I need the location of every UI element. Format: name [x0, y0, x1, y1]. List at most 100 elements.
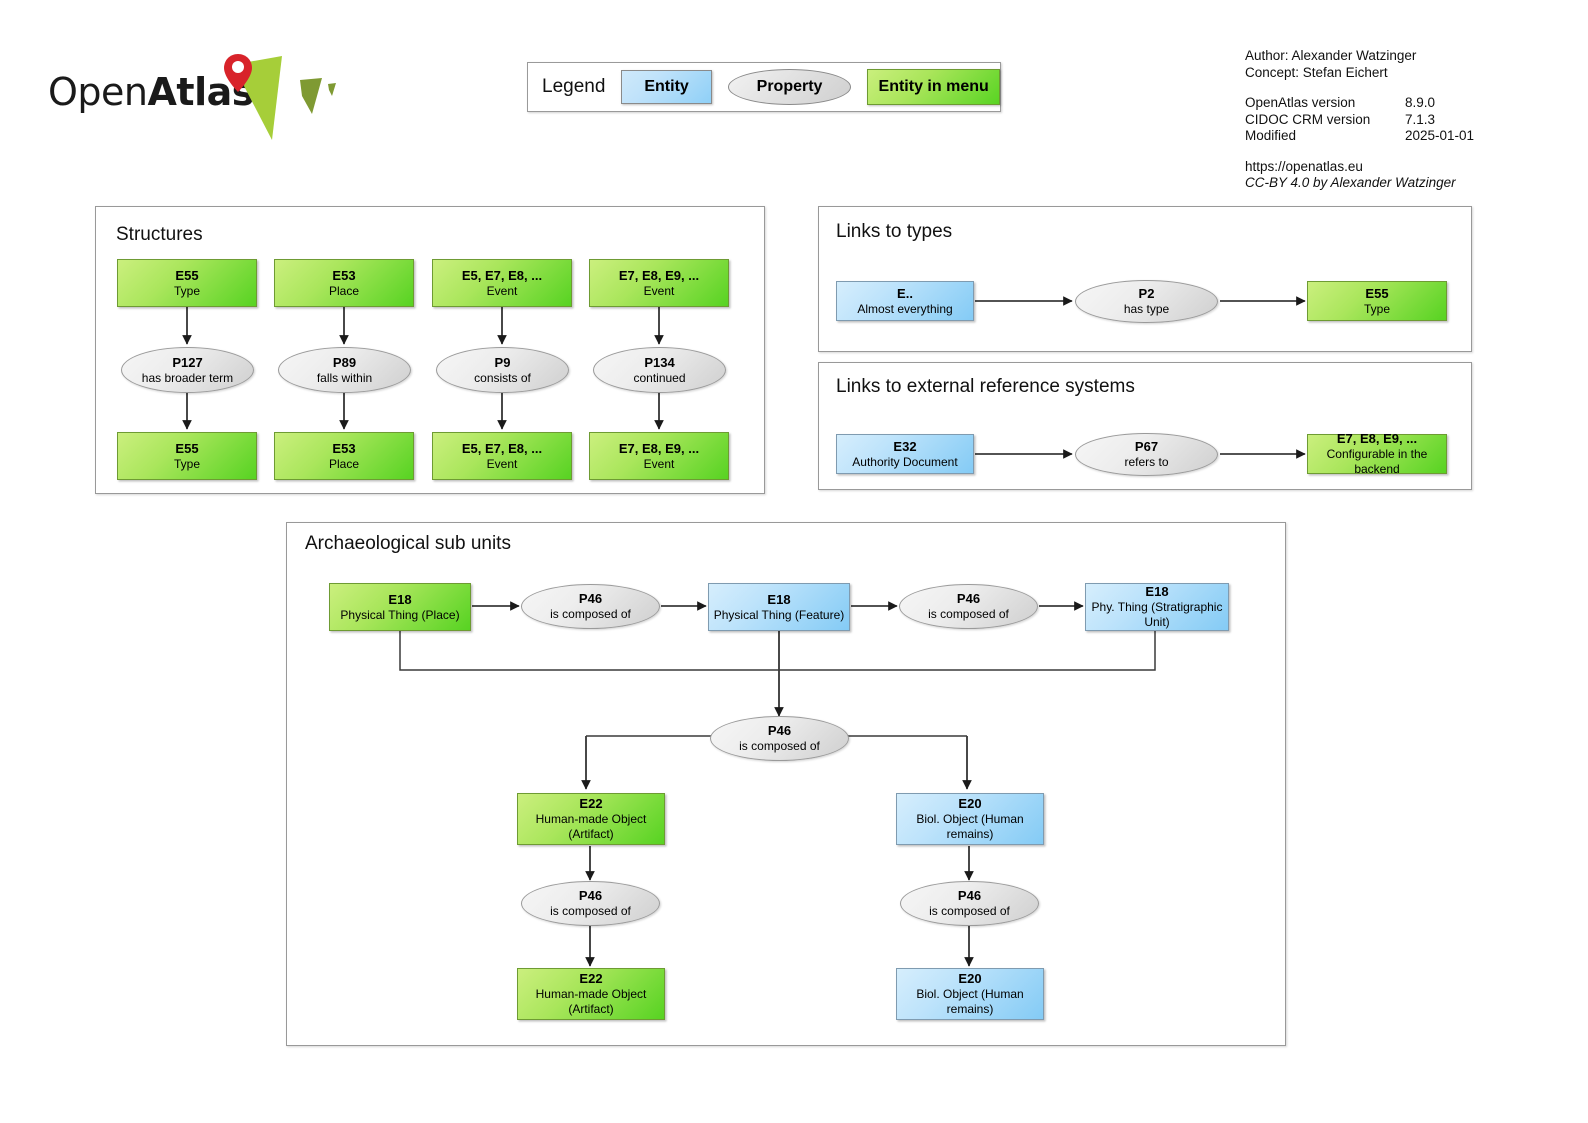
node-label: refers to — [1124, 455, 1169, 469]
node-label: Configurable in the backend — [1326, 447, 1428, 476]
node-label: Type — [173, 456, 200, 471]
node-structures-c1-bottom[interactable]: E53 Place — [274, 432, 414, 480]
panel-types-title: Links to types — [836, 221, 953, 242]
node-code: E53 — [332, 440, 356, 456]
node-arch-hub-property[interactable]: P46 is composed of — [710, 716, 849, 761]
meta-key: OpenAtlas version — [1245, 95, 1356, 110]
meta-value: 2025-01-01 — [1405, 128, 1475, 143]
node-label: Authority Document — [852, 454, 958, 469]
node-code: E7, E8, E9, ... — [1336, 431, 1418, 446]
meta-value: 8.9.0 — [1405, 95, 1436, 110]
node-code: E5, E7, E8, ... — [461, 267, 543, 283]
node-label: continued — [633, 370, 686, 385]
node-label: Biol. Object (Human remains) — [916, 987, 1024, 1016]
node-code: P46 — [767, 723, 792, 738]
node-code: E18 — [767, 591, 791, 607]
node-structures-c3-top[interactable]: E7, E8, E9, ... Event — [589, 259, 729, 307]
node-label: falls within — [316, 370, 373, 385]
node-code: E22 — [579, 796, 603, 811]
node-code: E55 — [175, 440, 199, 456]
node-code: E18 — [388, 591, 412, 607]
node-label: is composed of — [929, 904, 1010, 918]
node-label: Phy. Thing (Stratigraphic Unit) — [1091, 600, 1223, 629]
node-code: P46 — [957, 888, 982, 903]
node-label: Event — [643, 456, 675, 471]
node-label: has type — [1123, 302, 1170, 316]
node-arch-left-2[interactable]: E22 Human-made Object (Artifact) — [517, 968, 665, 1020]
node-ers-property[interactable]: P67 refers to — [1075, 433, 1218, 476]
node-label: has broader term — [141, 370, 234, 385]
node-arch-right-2[interactable]: E20 Biol. Object (Human remains) — [896, 968, 1044, 1020]
node-arch-r1-0[interactable]: E18 Physical Thing (Place) — [329, 583, 471, 631]
node-code: P46 — [578, 888, 603, 903]
legend-chip-entity-in-menu: Entity in menu — [867, 69, 1001, 105]
node-types-target[interactable]: E55 Type — [1307, 281, 1447, 321]
node-code: E7, E8, E9, ... — [618, 440, 700, 456]
meta-url[interactable]: https://openatlas.eu — [1245, 158, 1363, 174]
node-code: E5, E7, E8, ... — [461, 440, 543, 456]
meta-license: CC-BY 4.0 by Alexander Watzinger — [1245, 175, 1456, 190]
node-structures-c2-bottom[interactable]: E5, E7, E8, ... Event — [432, 432, 572, 480]
legend-chip-entity: Entity — [621, 70, 712, 104]
node-label: Physical Thing (Feature) — [713, 607, 845, 622]
node-ers-source[interactable]: E32 Authority Document — [836, 434, 974, 474]
node-structures-c1-property[interactable]: P89 falls within — [278, 347, 411, 393]
meta-concept: Concept: Stefan Eichert — [1245, 64, 1388, 80]
meta-row-modified: Modified 2025-01-01 — [1245, 128, 1575, 145]
node-arch-r1-1[interactable]: P46 is composed of — [521, 584, 660, 629]
node-structures-c3-property[interactable]: P134 continued — [593, 347, 726, 393]
node-code: P67 — [1134, 439, 1159, 454]
node-label: Biol. Object (Human remains) — [916, 812, 1024, 841]
node-structures-c1-top[interactable]: E53 Place — [274, 259, 414, 307]
node-label: Almost everything — [857, 301, 953, 316]
meta-row-cidoc-version: CIDOC CRM version 7.1.3 — [1245, 112, 1575, 129]
node-label: is composed of — [739, 739, 820, 753]
node-types-property[interactable]: P2 has type — [1075, 280, 1218, 323]
meta-author: Author: Alexander Watzinger — [1245, 48, 1417, 63]
node-ers-target[interactable]: E7, E8, E9, ... Configurable in the back… — [1307, 431, 1447, 476]
node-code: P127 — [172, 354, 203, 370]
node-code: E7, E8, E9, ... — [618, 267, 700, 283]
node-label: Event — [643, 283, 675, 298]
node-structures-c0-bottom[interactable]: E55 Type — [117, 432, 257, 480]
legend-panel: Legend Entity Property Entity in menu — [527, 62, 1001, 112]
node-structures-c2-top[interactable]: E5, E7, E8, ... Event — [432, 259, 572, 307]
node-label: Place — [328, 283, 360, 298]
node-arch-r1-2[interactable]: E18 Physical Thing (Feature) — [708, 583, 850, 631]
node-arch-left-1[interactable]: P46 is composed of — [521, 881, 660, 926]
meta-key: CIDOC CRM version — [1245, 111, 1371, 127]
node-arch-r1-3[interactable]: P46 is composed of — [899, 584, 1038, 629]
node-code: E55 — [175, 267, 199, 283]
node-code: P9 — [494, 354, 511, 370]
legend-label: Legend — [542, 76, 606, 97]
node-label: Type — [173, 283, 200, 298]
node-label: Event — [486, 283, 518, 298]
meta-value: 7.1.3 — [1405, 111, 1436, 127]
node-label: Human-made Object (Artifact) — [535, 812, 647, 841]
panel-ers-title: Links to external reference systems — [836, 376, 1135, 397]
node-structures-c2-property[interactable]: P9 consists of — [436, 347, 569, 393]
node-label: consists of — [474, 370, 531, 385]
node-code: E20 — [958, 796, 982, 811]
node-code: E55 — [1365, 285, 1389, 301]
node-code: E53 — [332, 267, 356, 283]
node-code: P2 — [1138, 286, 1155, 301]
node-arch-right-1[interactable]: P46 is composed of — [900, 881, 1039, 926]
meta-key: Modified — [1245, 128, 1297, 143]
node-structures-c0-top[interactable]: E55 Type — [117, 259, 257, 307]
legend-chip-property: Property — [727, 69, 852, 105]
openatlas-logo: OpenAtlas — [48, 52, 348, 142]
logo-word-open: Open — [48, 70, 148, 114]
node-arch-left-0[interactable]: E22 Human-made Object (Artifact) — [517, 793, 665, 845]
node-types-source[interactable]: E.. Almost everything — [836, 281, 974, 321]
node-arch-right-0[interactable]: E20 Biol. Object (Human remains) — [896, 793, 1044, 845]
node-code: E20 — [958, 971, 982, 986]
node-code: P46 — [956, 591, 981, 606]
node-structures-c3-bottom[interactable]: E7, E8, E9, ... Event — [589, 432, 729, 480]
node-label: Physical Thing (Place) — [340, 607, 460, 622]
node-structures-c0-property[interactable]: P127 has broader term — [121, 347, 254, 393]
node-arch-r1-4[interactable]: E18 Phy. Thing (Stratigraphic Unit) — [1085, 583, 1229, 631]
node-code: E22 — [579, 971, 603, 986]
panel-structures-title: Structures — [116, 224, 203, 245]
node-code: P134 — [644, 354, 675, 370]
